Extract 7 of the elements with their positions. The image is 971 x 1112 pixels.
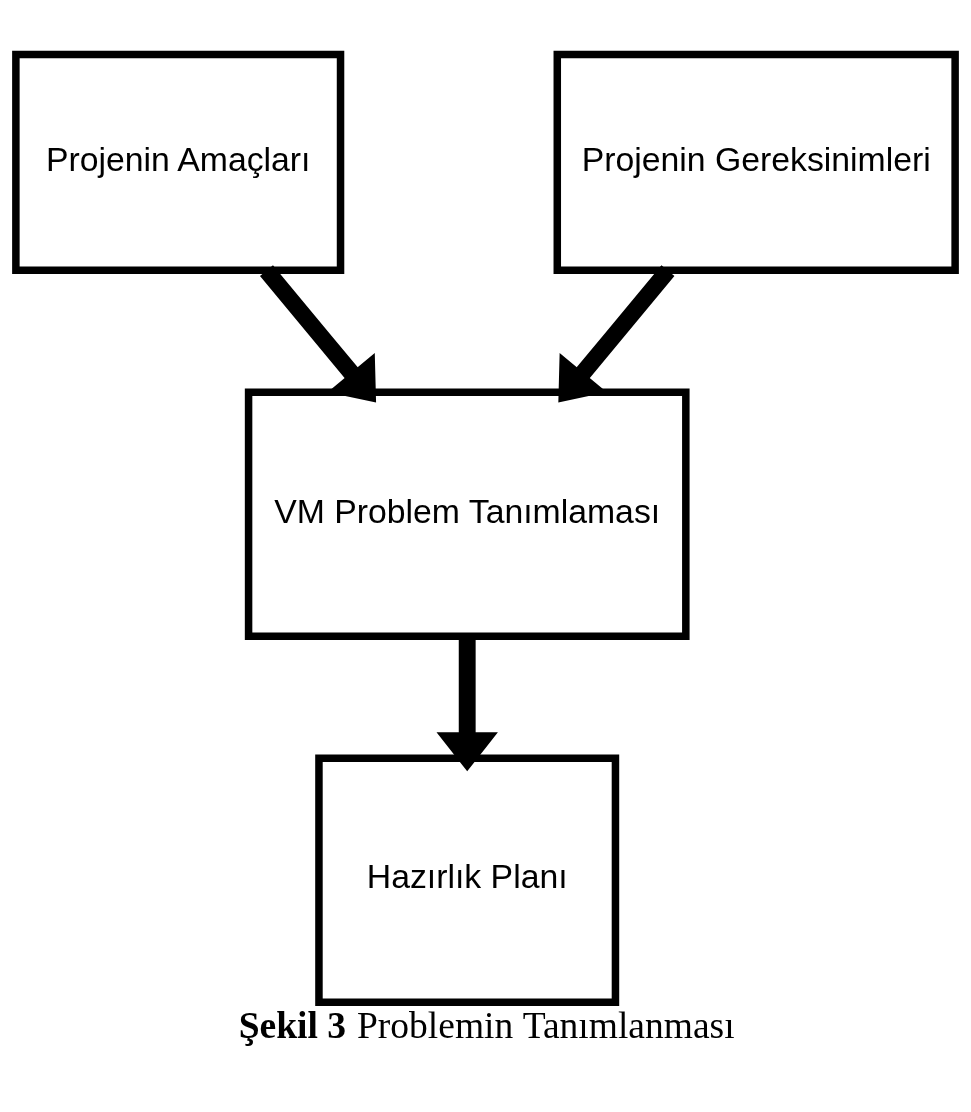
arrow [260,264,377,403]
arrow [558,264,675,403]
caption: Şekil 3 Problemin Tanımlanması [238,1004,735,1046]
node-box: Projenin Gereksinimleri [553,50,959,274]
node-box: Projenin Amaçları [12,50,345,274]
node-box: VM Problem Tanımlaması [244,388,690,640]
node-box: Hazırlık Planı [315,754,620,1006]
